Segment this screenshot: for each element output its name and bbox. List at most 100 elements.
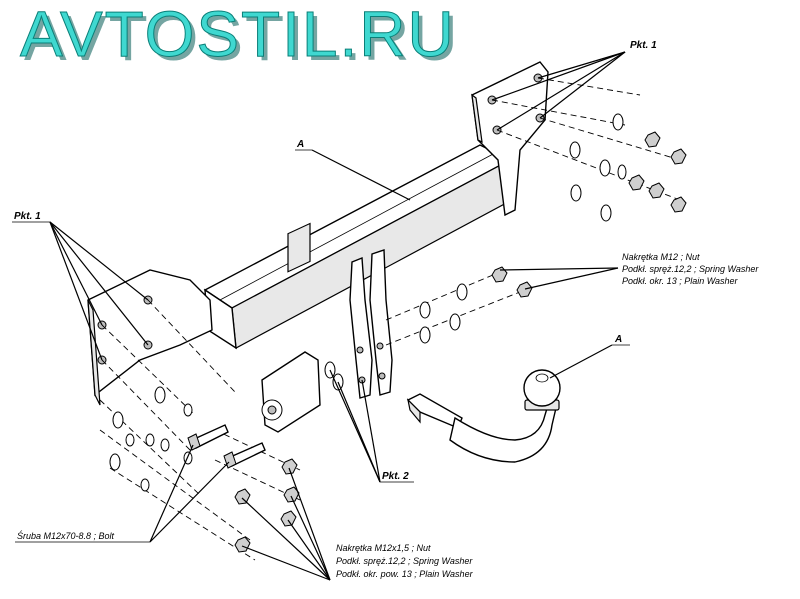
- center-washer-2: [456, 283, 468, 301]
- left-washer-8: [140, 478, 150, 492]
- dash-center-1: [385, 271, 501, 321]
- label-part-a-ball: A: [614, 334, 622, 345]
- bottom-nut-1: [281, 458, 298, 475]
- center-bracket-hole-1: [356, 346, 364, 354]
- callout-bolt: Śruba M12x70-8.8 ; Bolt: [17, 530, 115, 541]
- left-washer-5: [145, 433, 155, 447]
- right-washer-4: [617, 164, 627, 180]
- bottom-nut-3: [280, 510, 297, 527]
- left-washer-3: [183, 403, 193, 417]
- diagram-labels: A A Pkt. 1 Pkt. 1 Pkt. 2 Nakrętka M12 ; …: [14, 40, 759, 579]
- left-mounting-bracket: [87, 269, 213, 406]
- dash-right-3: [496, 129, 681, 201]
- tow-ball-arm: [406, 369, 561, 463]
- leader-bottom-b: [290, 495, 331, 581]
- left-washer-7: [109, 453, 121, 471]
- callout-bottom-plain-washer: Podkł. okr. pow. 13 ; Plain Washer: [336, 569, 474, 579]
- center-nut-2: [516, 281, 533, 298]
- callout-right-nut: Nakrętka M12 ; Nut: [622, 252, 700, 262]
- leader-bottom-a: [288, 467, 331, 581]
- leader-a-crossbeam: [311, 149, 411, 201]
- center-bracket-left: [349, 256, 373, 399]
- watermark-text: AVTOSTIL.RU: [20, 0, 456, 70]
- tow-ball: [523, 369, 561, 407]
- dash-bottom-2: [109, 467, 256, 561]
- left-washer-6: [160, 438, 170, 452]
- callout-right-plain-washer: Podkł. okr. 13 ; Plain Washer: [622, 276, 739, 286]
- label-pkt1-left: Pkt. 1: [14, 211, 41, 222]
- center-hardware: [324, 266, 533, 391]
- leader-right-group-a: [499, 267, 619, 271]
- watermark-group: AVTOSTIL.RU AVTOSTIL.RU: [20, 0, 460, 74]
- right-washer-2: [569, 141, 581, 159]
- leader-bolt-b: [149, 461, 230, 543]
- center-ball-mount-brackets: [349, 249, 393, 399]
- leader-pkt1-right-c: [496, 51, 626, 131]
- left-washer-2: [154, 386, 166, 404]
- center-bracket-hole-4: [378, 372, 386, 380]
- label-pkt2: Pkt. 2: [382, 471, 409, 482]
- leader-pkt2-b: [337, 381, 381, 483]
- bottom-nut-2: [283, 486, 300, 503]
- leader-pkt1-left-d: [49, 221, 149, 346]
- callout-bottom-nut: Nakrętka M12x1,5 ; Nut: [336, 543, 431, 553]
- leader-lines: [12, 51, 630, 581]
- leader-bottom-d: [241, 497, 331, 581]
- right-nut-1: [644, 131, 661, 148]
- bottom-hardware: [234, 458, 300, 553]
- left-washer-1: [112, 411, 124, 429]
- bottom-nut-5: [234, 536, 251, 553]
- crossbeam-edge-line: [219, 152, 496, 301]
- dash-right-1: [491, 99, 626, 126]
- callout-bottom-spring-washer: Podkł. spręż.12,2 ; Spring Washer: [336, 556, 473, 566]
- dash-left-2: [147, 299, 236, 393]
- bolts: [187, 424, 266, 469]
- ball-arm-mount-end: [407, 398, 421, 424]
- label-pkt1-right: Pkt. 1: [630, 40, 657, 51]
- right-washer-5: [570, 184, 582, 202]
- watermark-shadow: AVTOSTIL.RU: [24, 2, 460, 74]
- socket-plate-center-hole: [267, 405, 277, 415]
- socket-plate: [261, 222, 321, 433]
- right-bracket-edge: [471, 93, 483, 144]
- leader-bottom-c: [287, 519, 331, 581]
- leader-pkt2-c: [361, 379, 381, 483]
- dash-right-4: [539, 117, 681, 161]
- socket-plate-pattern: [287, 222, 311, 273]
- center-washer-3: [419, 326, 431, 344]
- right-hardware: [569, 113, 687, 222]
- dash-left-3: [101, 359, 191, 451]
- center-washer-4: [449, 313, 461, 331]
- leader-bolt-a: [149, 444, 194, 543]
- right-nut-4: [648, 182, 665, 199]
- leader-right-group-b: [524, 267, 619, 290]
- dash-left-1: [101, 324, 196, 416]
- right-washer-6: [600, 204, 612, 222]
- leader-pkt1-right-d: [539, 51, 626, 119]
- ball-arm-neck: [449, 404, 557, 463]
- bottom-nut-4: [234, 488, 251, 505]
- leader-pkt1-left-c: [49, 221, 103, 361]
- leader-pkt1-left-a: [49, 221, 103, 326]
- leader-bottom-e: [241, 545, 331, 581]
- right-nut-5: [670, 196, 687, 213]
- label-part-a-crossbeam: A: [296, 139, 304, 150]
- dash-right-2: [537, 77, 641, 96]
- leader-pkt1-left-b: [49, 221, 149, 301]
- center-bracket-hole-2: [376, 342, 384, 350]
- right-nut-3: [628, 174, 645, 191]
- left-washer-4: [125, 433, 135, 447]
- leader-pkt1-right-b: [537, 51, 626, 79]
- center-nut-1: [491, 266, 508, 283]
- dash-bolt-1: [214, 429, 301, 471]
- right-washer-1: [612, 113, 624, 131]
- right-washer-3: [599, 159, 611, 177]
- left-hardware: [109, 386, 193, 492]
- left-bracket-edge: [87, 299, 101, 406]
- left-bracket-plate: [87, 269, 213, 397]
- callout-right-spring-washer: Podkł. spręż.12,2 ; Spring Washer: [622, 264, 759, 274]
- right-nut-2: [670, 148, 687, 165]
- tow-ball-highlight: [535, 373, 549, 383]
